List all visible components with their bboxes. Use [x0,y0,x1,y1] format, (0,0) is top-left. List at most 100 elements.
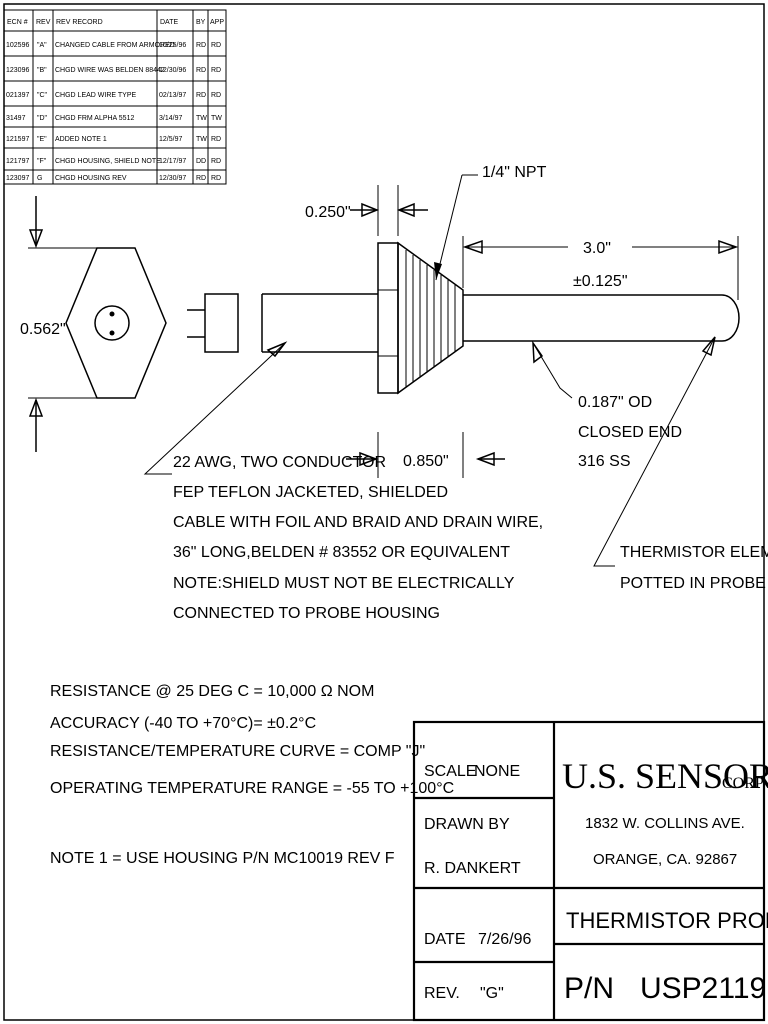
scale-value: NONE [474,763,520,780]
cable-note: 22 AWG, TWO CONDUCTOR FEP TEFLON JACKETE… [173,454,543,622]
rev-cell: CHGD HOUSING REV [55,175,127,182]
rev-cell: 12/5/97 [159,136,182,143]
company-address-2: ORANGE, CA. 92867 [593,851,737,868]
spec-line: RESISTANCE/TEMPERATURE CURVE = COMP "J" [50,743,425,760]
rev-cell: RD [196,175,206,182]
rev-header-record: REV RECORD [56,19,103,26]
drawing-title: THERMISTOR PROBE ASSY [566,908,768,933]
npt-label: 1/4" NPT [482,164,547,181]
od-label-line1: 0.187" OD [578,394,652,411]
rev-cell: G [37,175,42,182]
rev-value: "G" [480,985,504,1002]
company-suffix: CORP. [722,775,766,792]
rev-cell: 12/30/97 [159,175,186,182]
rev-cell: RD [211,136,221,143]
element-note-line: THERMISTOR ELEMENT [620,544,768,561]
scale-label: SCALE [424,763,476,780]
rev-cell: "A" [37,42,47,49]
rev-cell: "D" [37,115,48,122]
rev-cell: RD [196,42,206,49]
probe-side-view: 0.250" 1/4" NPT 3.0" ±0.125" 0.187" OD C… [143,164,740,567]
rev-cell: 123096 [6,67,29,74]
date-label: DATE [424,931,465,948]
probe-tube [463,294,740,342]
rev-cell: ADDED NOTE 1 [55,136,107,143]
rev-cell: RD [211,158,221,165]
rev-cell: 12/30/96 [159,67,186,74]
cable-outline [261,293,378,353]
cable-note-line: CABLE WITH FOIL AND BRAID AND DRAIN WIRE… [173,514,543,531]
part-number-label: P/N [564,972,614,1005]
cable-note-line: 36" LONG,BELDEN # 83552 OR EQUIVALENT [173,544,510,561]
rev-cell: 102596 [6,42,29,49]
rev-cell: "C" [37,92,48,99]
spec-line: OPERATING TEMPERATURE RANGE = -55 TO +10… [50,780,454,797]
drawn-by-label: DRAWN BY [424,816,510,833]
spec-line: ACCURACY (-40 TO +70°C)= ±0.2°C [50,715,316,732]
company-name: U.S. SENSOR [562,756,768,796]
rev-cell: DD [196,158,206,165]
rev-header-by: BY [196,19,206,26]
rev-cell: 123097 [6,175,29,182]
cable-note-line: FEP TEFLON JACKETED, SHIELDED [173,484,448,501]
rev-cell: TW [196,136,207,143]
rev-cell: RD [211,42,221,49]
probe-end-circle [94,305,130,341]
rev-cell: 121597 [6,136,29,143]
rev-cell: "F" [37,158,47,165]
rev-cell: CHGD FRM ALPHA 5512 [55,115,134,122]
rev-label: REV. [424,985,460,1002]
rev-cell: RD [196,67,206,74]
lead-hole-upper [109,311,115,317]
rev-cell: 121797 [6,158,29,165]
rev-cell: CHGD WIRE WAS BELDEN 88442 [55,67,165,74]
hex-dimension-label: 0.562" [20,321,66,338]
rev-header-rev: REV [36,19,51,26]
hex-end-view: 0.562" [20,196,167,452]
rev-cell: CHGD LEAD WIRE TYPE [55,92,136,99]
rev-cell: CHANGED CABLE FROM ARMORED [55,42,175,49]
rev-cell: RD [211,175,221,182]
connector-body [204,293,239,353]
rev-cell: 3/14/97 [159,115,182,122]
rev-cell: RD [211,92,221,99]
element-note: THERMISTOR ELEMENT POTTED IN PROBE TP [620,544,768,592]
rev-header-app: APP [210,19,224,26]
rev-cell: 021397 [6,92,29,99]
revision-table: ECN # REV REV RECORD DATE BY APP 102596 … [3,9,227,185]
rev-cell: 12/17/97 [159,158,186,165]
date-value: 7/26/96 [478,931,531,948]
cable-note-line: 22 AWG, TWO CONDUCTOR [173,454,386,471]
part-number-value: USP2119 [640,972,766,1005]
cable-note-line: CONNECTED TO PROBE HOUSING [173,605,440,622]
rev-cell: TW [196,115,207,122]
od-label-line3: 316 SS [578,453,630,470]
flange-width-label: 0.250" [305,204,351,221]
hex-nut-outline [65,247,167,399]
cable-note-line: NOTE:SHIELD MUST NOT BE ELECTRICALLY [173,575,515,592]
od-label-line2: CLOSED END [578,424,682,441]
note-1: NOTE 1 = USE HOUSING P/N MC10019 REV F [50,850,395,867]
rev-cell: "E" [37,136,47,143]
rev-cell: TW [211,115,222,122]
rev-cell: 10/25/96 [159,42,186,49]
lead-hole-lower [109,330,115,336]
npt-thread-lines [405,250,456,387]
rev-cell: CHGD HOUSING, SHIELD NOTE [55,158,161,165]
drawn-by-value: R. DANKERT [424,860,521,877]
company-address-1: 1832 W. COLLINS AVE. [585,815,745,832]
rev-cell: 31497 [6,115,26,122]
sheet-border [3,3,765,1021]
element-note-line: POTTED IN PROBE TP [620,575,768,592]
rev-cell: RD [196,92,206,99]
specifications: RESISTANCE @ 25 DEG C = 10,000 Ω NOM ACC… [50,683,454,867]
rev-cell: "B" [37,67,47,74]
housing-length-label: 0.850" [403,453,449,470]
rev-cell: 02/13/97 [159,92,186,99]
rev-header-date: DATE [160,19,178,26]
rev-header-ecn: ECN # [7,19,28,26]
rev-cell: RD [211,67,221,74]
length-label: 3.0" [583,240,611,257]
housing-flange [377,242,399,394]
